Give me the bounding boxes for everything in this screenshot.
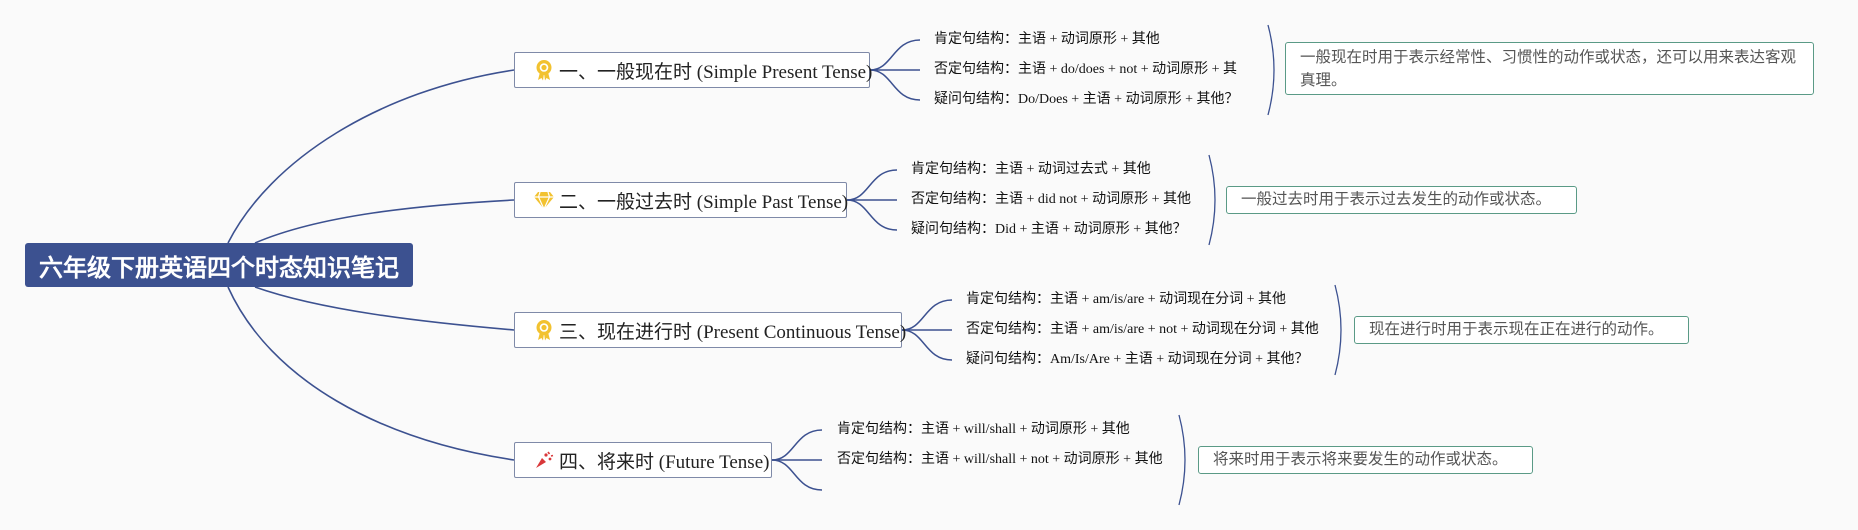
leaf-question-structure[interactable]: 疑问句结构：Did + 主语 + 动词原形 + 其他？ (911, 222, 1187, 237)
branch-simple-present[interactable]: 一、一般现在时 (Simple Present Tense) (514, 52, 873, 88)
root-branch-connector (254, 199, 515, 244)
summary-note[interactable]: 将来时用于表示将来要发生的动作或状态。 (1198, 446, 1533, 474)
branch-label: 二、一般过去时 (Simple Past Tense) (559, 191, 849, 213)
leaf-question-structure[interactable]: 疑问句结构：Am/Is/Are + 主语 + 动词现在分词 + 其他？ (966, 352, 1309, 367)
summary-text: 现在进行时用于表示现在正在进行的动作。 (1369, 320, 1664, 338)
leaf-affirmative-structure[interactable]: 肯定句结构：主语 + 动词过去式 + 其他 (911, 162, 1151, 177)
party-popper-icon (533, 449, 555, 471)
leaf-connector (771, 459, 823, 491)
summary-brace (1178, 414, 1186, 506)
summary-note[interactable]: 一般现在时用于表示经常性、习惯性的动作或状态，还可以用来表达客观真理。 (1285, 42, 1814, 95)
award-ribbon-icon (533, 59, 555, 81)
branch-label: 一、一般现在时 (Simple Present Tense) (559, 61, 873, 83)
root-branch-connector (227, 69, 515, 244)
summary-text: 一般现在时用于表示经常性、习惯性的动作或状态，还可以用来表达客观真理。 (1300, 48, 1797, 89)
root-topic[interactable]: 六年级下册英语四个时态知识笔记 (25, 243, 413, 287)
branch-future[interactable]: 四、将来时 (Future Tense) (514, 442, 772, 478)
branch-simple-past[interactable]: 二、一般过去时 (Simple Past Tense) (514, 182, 849, 218)
leaf-connector (846, 169, 898, 201)
summary-brace (1208, 154, 1216, 246)
leaf-question-structure[interactable]: 疑问句结构：Do/Does + 主语 + 动词原形 + 其他？ (934, 92, 1239, 107)
leaf-affirmative-structure[interactable]: 肯定句结构：主语 + 动词原形 + 其他 (934, 32, 1160, 47)
leaf-negative-structure[interactable]: 否定句结构：主语 + am/is/are + not + 动词现在分词 + 其他 (966, 322, 1319, 337)
root-branch-connector (254, 286, 515, 331)
leaf-connector (846, 199, 898, 231)
award-ribbon-icon (533, 319, 555, 341)
leaf-negative-structure[interactable]: 否定句结构：主语 + will/shall + not + 动词原形 + 其他 (837, 452, 1163, 467)
leaf-negative-structure[interactable]: 否定句结构：主语 + did not + 动词原形 + 其他 (911, 192, 1191, 207)
summary-text: 将来时用于表示将来要发生的动作或状态。 (1213, 450, 1508, 468)
leaf-connector (901, 299, 953, 331)
branch-present-continuous[interactable]: 三、现在进行时 (Present Continuous Tense) (514, 312, 906, 348)
branch-label: 三、现在进行时 (Present Continuous Tense) (559, 321, 907, 343)
leaf-connector (901, 329, 953, 361)
leaf-connector (771, 429, 823, 461)
leaf-connector (869, 69, 921, 101)
leaf-connector (869, 39, 921, 71)
branch-label: 四、将来时 (Future Tense) (559, 451, 770, 473)
summary-brace (1334, 284, 1342, 376)
summary-note[interactable]: 一般过去时用于表示过去发生的动作或状态。 (1226, 186, 1577, 214)
leaf-negative-structure[interactable]: 否定句结构：主语 + do/does + not + 动词原形 + 其 (934, 62, 1238, 77)
root-title: 六年级下册英语四个时态知识笔记 (39, 253, 399, 282)
summary-note[interactable]: 现在进行时用于表示现在正在进行的动作。 (1354, 316, 1689, 344)
root-branch-connector (227, 286, 515, 461)
summary-text: 一般过去时用于表示过去发生的动作或状态。 (1241, 190, 1552, 208)
summary-brace (1267, 24, 1275, 116)
diamond-icon (533, 189, 555, 211)
leaf-affirmative-structure[interactable]: 肯定句结构：主语 + will/shall + 动词原形 + 其他 (837, 422, 1130, 437)
leaf-affirmative-structure[interactable]: 肯定句结构：主语 + am/is/are + 动词现在分词 + 其他 (966, 292, 1286, 307)
